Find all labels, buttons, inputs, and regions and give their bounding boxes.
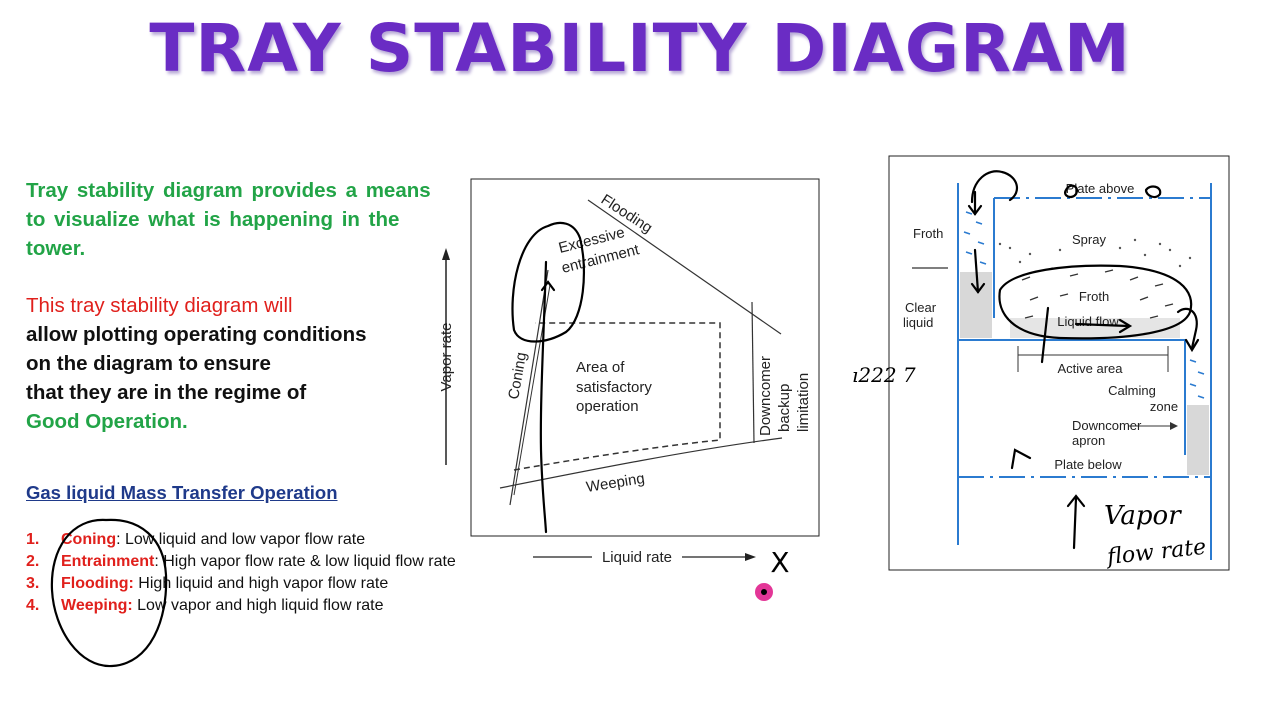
active-area-label: Active area: [1057, 361, 1123, 376]
pen-stroke-tray: [1040, 306, 1050, 364]
section-subheading: Gas liquid Mass Transfer Operation: [26, 482, 338, 503]
intro-text: Tray stability diagram provides a means …: [26, 179, 431, 260]
downcomer-liquid-fill: [1187, 405, 1209, 475]
clear-liquid-label-2: liquid: [903, 315, 933, 330]
satisfactory-area-box: [513, 322, 721, 471]
plotting-text: This tray stability diagram will allow p…: [26, 291, 446, 436]
coning-line-b: [513, 284, 551, 496]
list-item: 4. Weeping: Low vapor and high liquid flo…: [26, 595, 456, 617]
diagram-frame: [470, 178, 820, 537]
froth-dashes-center: [1021, 267, 1174, 319]
coning-label: Coning: [505, 351, 530, 401]
calming-label-2: zone: [1150, 399, 1178, 414]
tray-frame: [888, 155, 1230, 571]
plotting-line-4: that they are in the regime of: [26, 381, 307, 404]
spray-label: Spray: [1072, 232, 1106, 247]
list-item: 2. Entrainment: High vapor flow rate & lo…: [26, 551, 456, 573]
pen-arrow-down-mid: [973, 248, 980, 294]
pen-arrowhead-mid: [970, 282, 986, 294]
tray-liquid-fill: [1010, 318, 1180, 338]
vertical-pen-stroke: [539, 260, 548, 534]
list-item: 1. Coning: Low liquid and low vapor flow …: [26, 529, 456, 551]
plotting-line-1: This tray stability diagram will: [26, 294, 293, 317]
froth-circle-annotation: [998, 264, 1193, 340]
area-label-2: satisfactory: [576, 379, 652, 396]
pen-x-mark: X: [770, 546, 789, 579]
area-label-1: Area of: [576, 359, 625, 376]
pen-flow-rate-text: flow rate: [1104, 535, 1207, 570]
list-term: Coning: [61, 531, 117, 548]
list-number: 1.: [26, 531, 40, 548]
pen-small-arrow: [1010, 448, 1032, 470]
list-text: : Low liquid and low vapor flow rate: [116, 531, 366, 548]
plotting-line-3: on the diagram to ensure: [26, 352, 271, 375]
weeping-label: Weeping: [585, 470, 646, 496]
pen-vapor-arrow: [1072, 496, 1078, 550]
list-term: Entrainment: [61, 553, 155, 570]
downcomer-label-2: backup: [776, 384, 793, 432]
pen-loop-left: [1064, 184, 1078, 199]
pen-curl-right: [1176, 307, 1198, 350]
list-number: 3.: [26, 575, 40, 592]
pen-arrowhead-right: [1184, 338, 1200, 353]
downcomer-label-1: Downcomer: [757, 356, 774, 436]
calming-label-1: Calming: [1108, 383, 1156, 398]
clear-liquid-label-1: Clear: [905, 300, 937, 315]
list-number: 2.: [26, 553, 40, 570]
pen-arrow-tick: [540, 280, 556, 292]
entrainment-circle-annotation: [511, 221, 585, 343]
froth-dashes-left: [963, 211, 1205, 399]
list-text: High liquid and high vapor flow rate: [133, 575, 389, 592]
froth-center-label: Froth: [1079, 289, 1109, 304]
list-item: 3. Flooding: High liquid and high vapor f…: [26, 573, 456, 595]
pen-curl-top: [970, 170, 1019, 204]
entrainment-label-1: Excessive: [557, 224, 627, 257]
downcomer-label-3: limitation: [795, 373, 812, 432]
area-label-3: operation: [576, 398, 639, 415]
regime-list: 1. Coning: Low liquid and low vapor flow …: [26, 529, 456, 617]
flooding-label: Flooding: [598, 191, 656, 237]
coning-line-a: [509, 269, 549, 506]
plotting-line-2: allow plotting operating conditions: [26, 323, 367, 346]
froth-left-label: Froth: [913, 226, 943, 241]
apron-arrow-head: [1170, 422, 1178, 430]
downcomer-line: [751, 301, 755, 444]
weeping-line: [499, 437, 783, 489]
plotting-line-5: Good Operation.: [26, 410, 188, 433]
pen-loop-right: [1144, 185, 1162, 199]
apron-label-1: Downcomer: [1072, 418, 1142, 433]
pen-liquid-flow-arrow: [1074, 322, 1130, 328]
flooding-line: [587, 199, 782, 335]
entrainment-label-2: entrainment: [560, 241, 642, 277]
clear-liquid-fill: [960, 272, 992, 338]
cursor-pointer-icon: [755, 583, 773, 601]
pen-arrowhead-top: [967, 204, 983, 216]
list-term: Weeping:: [61, 597, 133, 614]
plate-above-label: Plate above: [1066, 181, 1135, 196]
spray-dots: [998, 238, 1192, 268]
liquid-flow-label: Liquid flow: [1057, 314, 1119, 329]
x-axis-arrow: [745, 553, 756, 561]
pen-liquid-flow-head: [1118, 318, 1133, 334]
list-text: Low vapor and high liquid flow rate: [132, 597, 384, 614]
list-term: Flooding:: [61, 575, 134, 592]
plate-below-label: Plate below: [1054, 457, 1122, 472]
list-text: : High vapor flow rate & low liquid flow…: [154, 553, 456, 570]
x-axis-label: Liquid rate: [602, 549, 672, 566]
list-number: 4.: [26, 597, 40, 614]
pen-scribble-text: ı222 7: [852, 363, 916, 387]
pen-vapor-arrowhead: [1066, 494, 1086, 508]
apron-label-2: apron: [1072, 433, 1105, 448]
page-title: TRAY STABILITY DIAGRAM: [149, 10, 1131, 87]
cursor-center-icon: [761, 589, 767, 595]
pen-vapor-text: Vapor: [1104, 501, 1182, 531]
